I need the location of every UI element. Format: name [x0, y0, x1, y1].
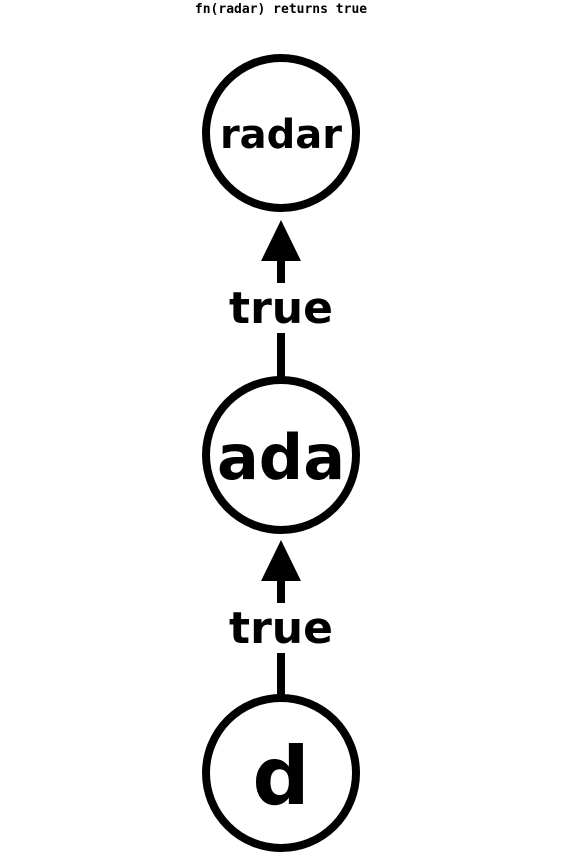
node-label: radar — [220, 112, 342, 158]
edge-label: true — [229, 603, 333, 654]
arrowhead-up-icon — [261, 540, 301, 581]
diagram-caption: fn(radar) returns true — [195, 2, 367, 17]
node-label: d — [252, 730, 309, 823]
edge-ada-to-radar: true — [228, 220, 334, 377]
node-circle — [202, 376, 360, 534]
node-circle — [202, 694, 360, 852]
node-d: d — [202, 694, 360, 852]
arrowhead-up-icon — [261, 220, 301, 261]
node-radar: radar — [202, 54, 360, 212]
node-label: ada — [217, 421, 345, 494]
node-ada: ada — [202, 376, 360, 534]
node-circle — [202, 54, 360, 212]
edge-label: true — [229, 283, 333, 334]
edge-d-to-ada: true — [228, 540, 334, 697]
